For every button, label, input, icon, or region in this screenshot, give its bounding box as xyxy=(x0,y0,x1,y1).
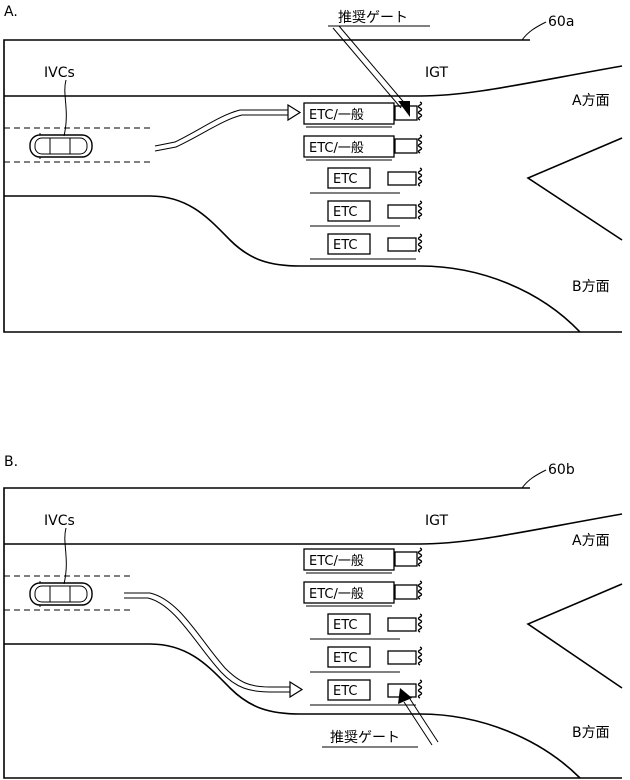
panel-b-ref-leader xyxy=(521,469,547,489)
panel-b-route-arrowhead xyxy=(289,680,304,699)
panel-a-gates: ETC/一般 ETC/一般 ETC ETC ETC xyxy=(303,101,423,260)
panel-a-igt-label: IGT xyxy=(425,65,448,81)
panel-a-frame xyxy=(3,39,622,333)
panel-b-gate-label: ETC/一般 xyxy=(309,553,364,569)
panel-a-recommended-arrowhead xyxy=(398,101,410,117)
panel-b-gate-label: ETC xyxy=(333,684,357,699)
panel-a-vehicle-label: IVCs xyxy=(44,65,75,81)
panel-a-road-bottom-edge xyxy=(4,195,581,333)
panel-b-ref-label: 60b xyxy=(548,462,575,478)
panel-a-recommended-label: 推奨ゲート xyxy=(338,10,408,26)
panel-b-recommended-label: 推奨ゲート xyxy=(330,730,400,746)
panel-b-gate-box xyxy=(327,613,371,635)
panel-b-median xyxy=(526,583,623,689)
panel-b-gate-label: ETC xyxy=(333,618,357,633)
panel-b-car-icon xyxy=(29,580,93,608)
panel-b-gate-label: ETC/一般 xyxy=(309,586,364,602)
panel-a-igt-coil xyxy=(417,233,423,253)
panel-b-igt-coil xyxy=(417,679,423,699)
panel-b-road-bottom-edge xyxy=(4,643,581,779)
panel-a-road-top-edge xyxy=(4,65,623,97)
panel-b-direction-bottom: B方面 xyxy=(572,725,610,741)
panel-a-median xyxy=(526,137,623,241)
panel-b-igt-coil xyxy=(417,646,423,666)
panel-b-gate-booth xyxy=(387,617,417,632)
panel-a-gate-booth xyxy=(394,138,418,154)
panel-b-gates: ETC/一般 ETC/一般 ETC ETC ETC xyxy=(303,547,423,706)
panel-b-road-top-edge xyxy=(4,513,623,545)
panel-a-igt-coil xyxy=(417,200,423,220)
panel-b-direction-top: A方面 xyxy=(572,533,610,549)
panel-b-igt-coil xyxy=(417,613,423,633)
panel-b-gate-booth xyxy=(394,584,418,600)
panel-a-gate-box xyxy=(327,167,371,189)
panel-a-igt-coil xyxy=(417,134,423,154)
panel-b-recommended-arrow xyxy=(403,701,433,746)
panel-a-gate-box xyxy=(327,200,371,222)
panel-a-route-arrow xyxy=(154,114,288,152)
panel-a-recommended-arrow xyxy=(338,25,408,107)
panel-b-igt-coil xyxy=(417,580,423,600)
panel-b-route-arrow xyxy=(124,597,290,693)
panel-a-label: A. xyxy=(4,4,18,20)
panel-b-gate-box xyxy=(303,548,395,571)
panel-a-direction-top: A方面 xyxy=(572,93,610,109)
panel-a-car-icon xyxy=(29,132,93,160)
panel-a-gate-booth xyxy=(387,237,417,252)
panel-a-gate-booth xyxy=(387,204,417,219)
panel-a-gate-booth xyxy=(387,171,417,186)
panel-b-gate-box xyxy=(327,646,371,668)
panel-a-gate-box xyxy=(327,233,371,255)
panel-b-frame xyxy=(3,487,622,779)
panel-a-ref-leader xyxy=(521,21,547,41)
panel-b-gate-booth xyxy=(387,650,417,665)
panel-b-route-arrow xyxy=(124,592,290,688)
panel-b-gate-box xyxy=(327,679,371,701)
panel-b-vehicle-leader xyxy=(63,527,67,585)
panel-a-route-arrowhead xyxy=(287,103,302,122)
panel-b-gate-booth xyxy=(394,551,418,567)
panel-b-gate-box xyxy=(303,581,395,604)
panel-a-gate-box xyxy=(303,102,395,125)
panel-a-igt-coil xyxy=(417,167,423,187)
panel-a-gate-box xyxy=(303,135,395,158)
panel-b-vehicle-label: IVCs xyxy=(44,513,75,529)
panel-b-recommended-arrow xyxy=(409,698,439,743)
panel-a-ref-label: 60a xyxy=(548,14,574,30)
panel-b-recommended-arrowhead xyxy=(398,688,412,704)
panel-b: B. 60b IVCs ETC/一般 ETC/一般 ETC xyxy=(3,454,623,779)
panel-a-igt-coil xyxy=(417,101,423,121)
panel-a-recommended-arrow xyxy=(332,27,402,109)
panel-a: A. 60a IVCs ETC/一般 E xyxy=(3,4,623,333)
panel-a-gate-label: ETC/一般 xyxy=(309,107,364,123)
panel-a-gate-label: ETC xyxy=(333,172,357,187)
panel-a-gate-label: ETC xyxy=(333,205,357,220)
panel-a-gate-label: ETC/一般 xyxy=(309,140,364,156)
panel-a-direction-bottom: B方面 xyxy=(572,279,610,295)
panel-b-igt-coil xyxy=(417,547,423,567)
panel-b-igt-label: IGT xyxy=(425,513,448,529)
panel-b-label: B. xyxy=(4,454,18,470)
panel-b-gate-label: ETC xyxy=(333,651,357,666)
panel-a-gate-label: ETC xyxy=(333,238,357,253)
panel-a-route-arrow xyxy=(154,109,288,147)
panel-a-vehicle-leader xyxy=(63,79,67,137)
